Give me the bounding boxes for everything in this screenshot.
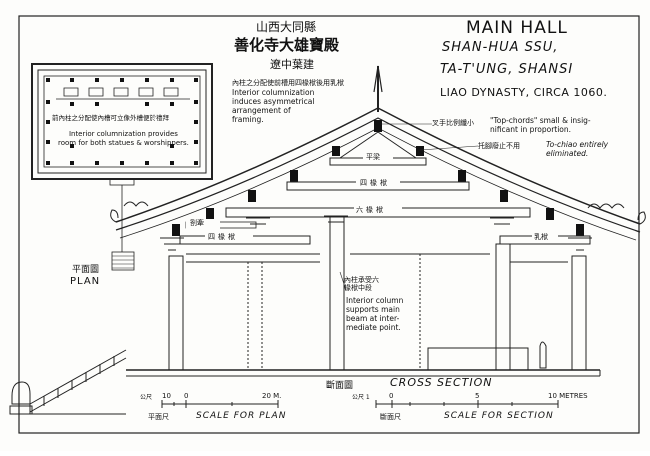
section-scale-cn: 斷面尺: [380, 413, 401, 421]
beam-label-sichuan: 四椽栿: [360, 179, 390, 187]
chinese-location: 山西大同縣: [256, 20, 317, 34]
plan-scale-tick-10: 10: [162, 392, 171, 400]
note-tochiao-cn: 托腳廢止不用: [478, 142, 520, 150]
plan-columns: [46, 78, 198, 165]
chinese-hall-name: 善化寺大雄寶殿: [234, 36, 340, 54]
roof-structure: [110, 65, 646, 251]
page-title: MAIN HALL: [466, 18, 568, 38]
location: TA-T'UNG, SHANSI: [440, 62, 574, 77]
plan-label-cn: 平面圖: [72, 265, 100, 275]
plan-scale-left-mark: 公尺: [140, 394, 153, 401]
chinese-dynasty: 遼中葉建: [270, 58, 314, 71]
section-scale-tick-5: 5: [475, 392, 480, 400]
plan-drawing: [31, 63, 213, 252]
lattice-window: [111, 251, 135, 271]
plan-scale-cn: 平面尺: [148, 413, 169, 421]
beam-label-liuchuan: 六椽栿: [356, 206, 386, 214]
note-interior-en: Interior column supports main beam at in…: [346, 296, 404, 332]
note-topchords-cn: 叉手比例纖小: [432, 119, 474, 127]
beam-label-ruchuan: 乳栿: [534, 233, 548, 241]
altar: [427, 341, 547, 370]
scale-bar-plan: [161, 400, 279, 408]
sheet-border: [18, 15, 640, 434]
section-scale-tick-0: 0: [389, 392, 394, 400]
purlins: [172, 120, 584, 236]
platform: [9, 349, 601, 415]
plan-label-en: PLAN: [70, 276, 101, 287]
section-scale-left-mark: 公尺 1: [352, 394, 370, 401]
note-interior-cn: 內柱承受六 椽栿中段: [344, 276, 379, 292]
plan-note-en: Interior columnization provides room for…: [58, 130, 189, 147]
dynasty-date: LIAO DYNASTY, CIRCA 1060.: [440, 86, 608, 99]
beam-label-sichuan-lower: 四椽栿: [208, 233, 238, 241]
leader-lines: [339, 123, 479, 291]
plan-scale-en: SCALE FOR PLAN: [196, 411, 287, 421]
note-tochiao-en: To-chiao entirely eliminated.: [546, 140, 609, 158]
note-topchords-en: "Top-chords" small & insig- nificant in …: [490, 116, 591, 134]
note-asym-cn: 內柱之分配使前槽用四椽栿後用乳栿: [232, 79, 344, 87]
plan-scale-tick-0: 0: [184, 392, 189, 400]
plan-statues: [56, 87, 190, 100]
beam-label-zhafu: 劄牽: [190, 219, 204, 227]
note-asym-en: Interior columnization induces asymmetri…: [232, 88, 315, 124]
section-scale-en: SCALE FOR SECTION: [444, 411, 554, 421]
plan-scale-tick-20: 20 M.: [262, 392, 282, 400]
plan-note-cn: 前內柱之分配使內槽可立像外槽便於禮拜: [52, 114, 169, 122]
temple-name: SHAN-HUA SSU,: [442, 40, 559, 55]
section-label-en: CROSS SECTION: [390, 376, 493, 389]
section-scale-tick-10: 10 METRES: [548, 392, 588, 400]
section-label-cn: 斷面圖: [326, 381, 354, 391]
beam-label-pingliang: 平梁: [366, 153, 380, 161]
scale-bar-section: [375, 400, 559, 408]
